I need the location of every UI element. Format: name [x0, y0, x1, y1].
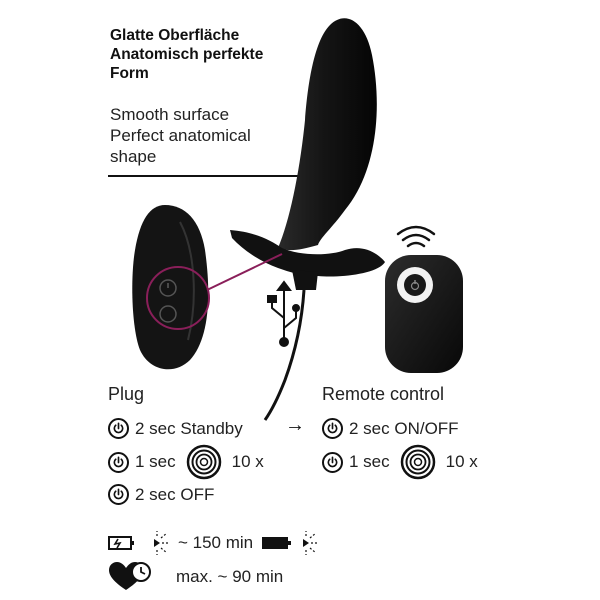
plug-standby-text: 2 sec Standby: [135, 418, 243, 438]
arrow-icon: →: [285, 414, 305, 436]
remote-control-illustration: [385, 255, 463, 373]
battery-full-icon: [262, 537, 292, 549]
plug-off-text: 2 sec OFF: [135, 484, 215, 504]
remote-vibration-count: 10 x: [445, 452, 478, 471]
english-headline-line2: Perfect anatomical: [110, 126, 251, 145]
german-headline-line2: Anatomisch perfekte: [110, 46, 264, 63]
vibration-icon: [400, 444, 435, 480]
plug-vibration-count: 10 x: [231, 452, 264, 471]
vibration-icon: [186, 444, 221, 480]
run-time-row: max. ~ 90 min: [108, 560, 283, 594]
power-icon: [108, 484, 129, 505]
charge-time-row: ~ 150 min: [108, 530, 323, 556]
english-headline: Smooth surface Perfect anatomical shape: [110, 104, 251, 167]
plug-vibration-time: 1 sec: [135, 452, 176, 471]
run-time-text: max. ~ 90 min: [176, 567, 284, 586]
usb-icon: [267, 280, 300, 347]
charge-time-text: ~ 150 min: [178, 533, 254, 552]
plug-row-standby: 2 sec Standby: [108, 418, 243, 439]
remote-heading: Remote control: [322, 384, 445, 404]
headline-divider: [108, 175, 318, 177]
remote-row-vibration: 1 sec 10 x: [322, 444, 478, 480]
german-headline-line1: Glatte Oberfläche: [110, 27, 240, 44]
plug-base-closeup: [132, 205, 283, 370]
german-headline-line3: Form: [110, 65, 149, 82]
plug-row-vibration: 1 sec 10 x: [108, 444, 264, 480]
plug-body: [230, 18, 385, 421]
heart-clock-icon: [109, 562, 151, 590]
power-icon: [108, 451, 129, 473]
remote-onoff-text: 2 sec ON/OFF: [349, 418, 459, 438]
german-headline: Glatte Oberfläche Anatomisch perfekte Fo…: [110, 26, 263, 83]
light-blink-icon: [303, 531, 320, 555]
signal-icon: [396, 225, 436, 248]
power-icon: [322, 418, 343, 439]
remote-vibration-time: 1 sec: [349, 452, 390, 471]
english-headline-line1: Smooth surface: [110, 105, 230, 124]
plug-row-off: 2 sec OFF: [108, 484, 214, 505]
light-blink-icon: [154, 531, 170, 555]
english-headline-line3: shape: [110, 147, 157, 166]
remote-row-onoff: 2 sec ON/OFF: [322, 418, 459, 439]
power-icon: [322, 451, 343, 473]
battery-charging-icon: [108, 536, 134, 550]
plug-heading: Plug: [108, 384, 145, 404]
power-icon: [108, 418, 129, 439]
